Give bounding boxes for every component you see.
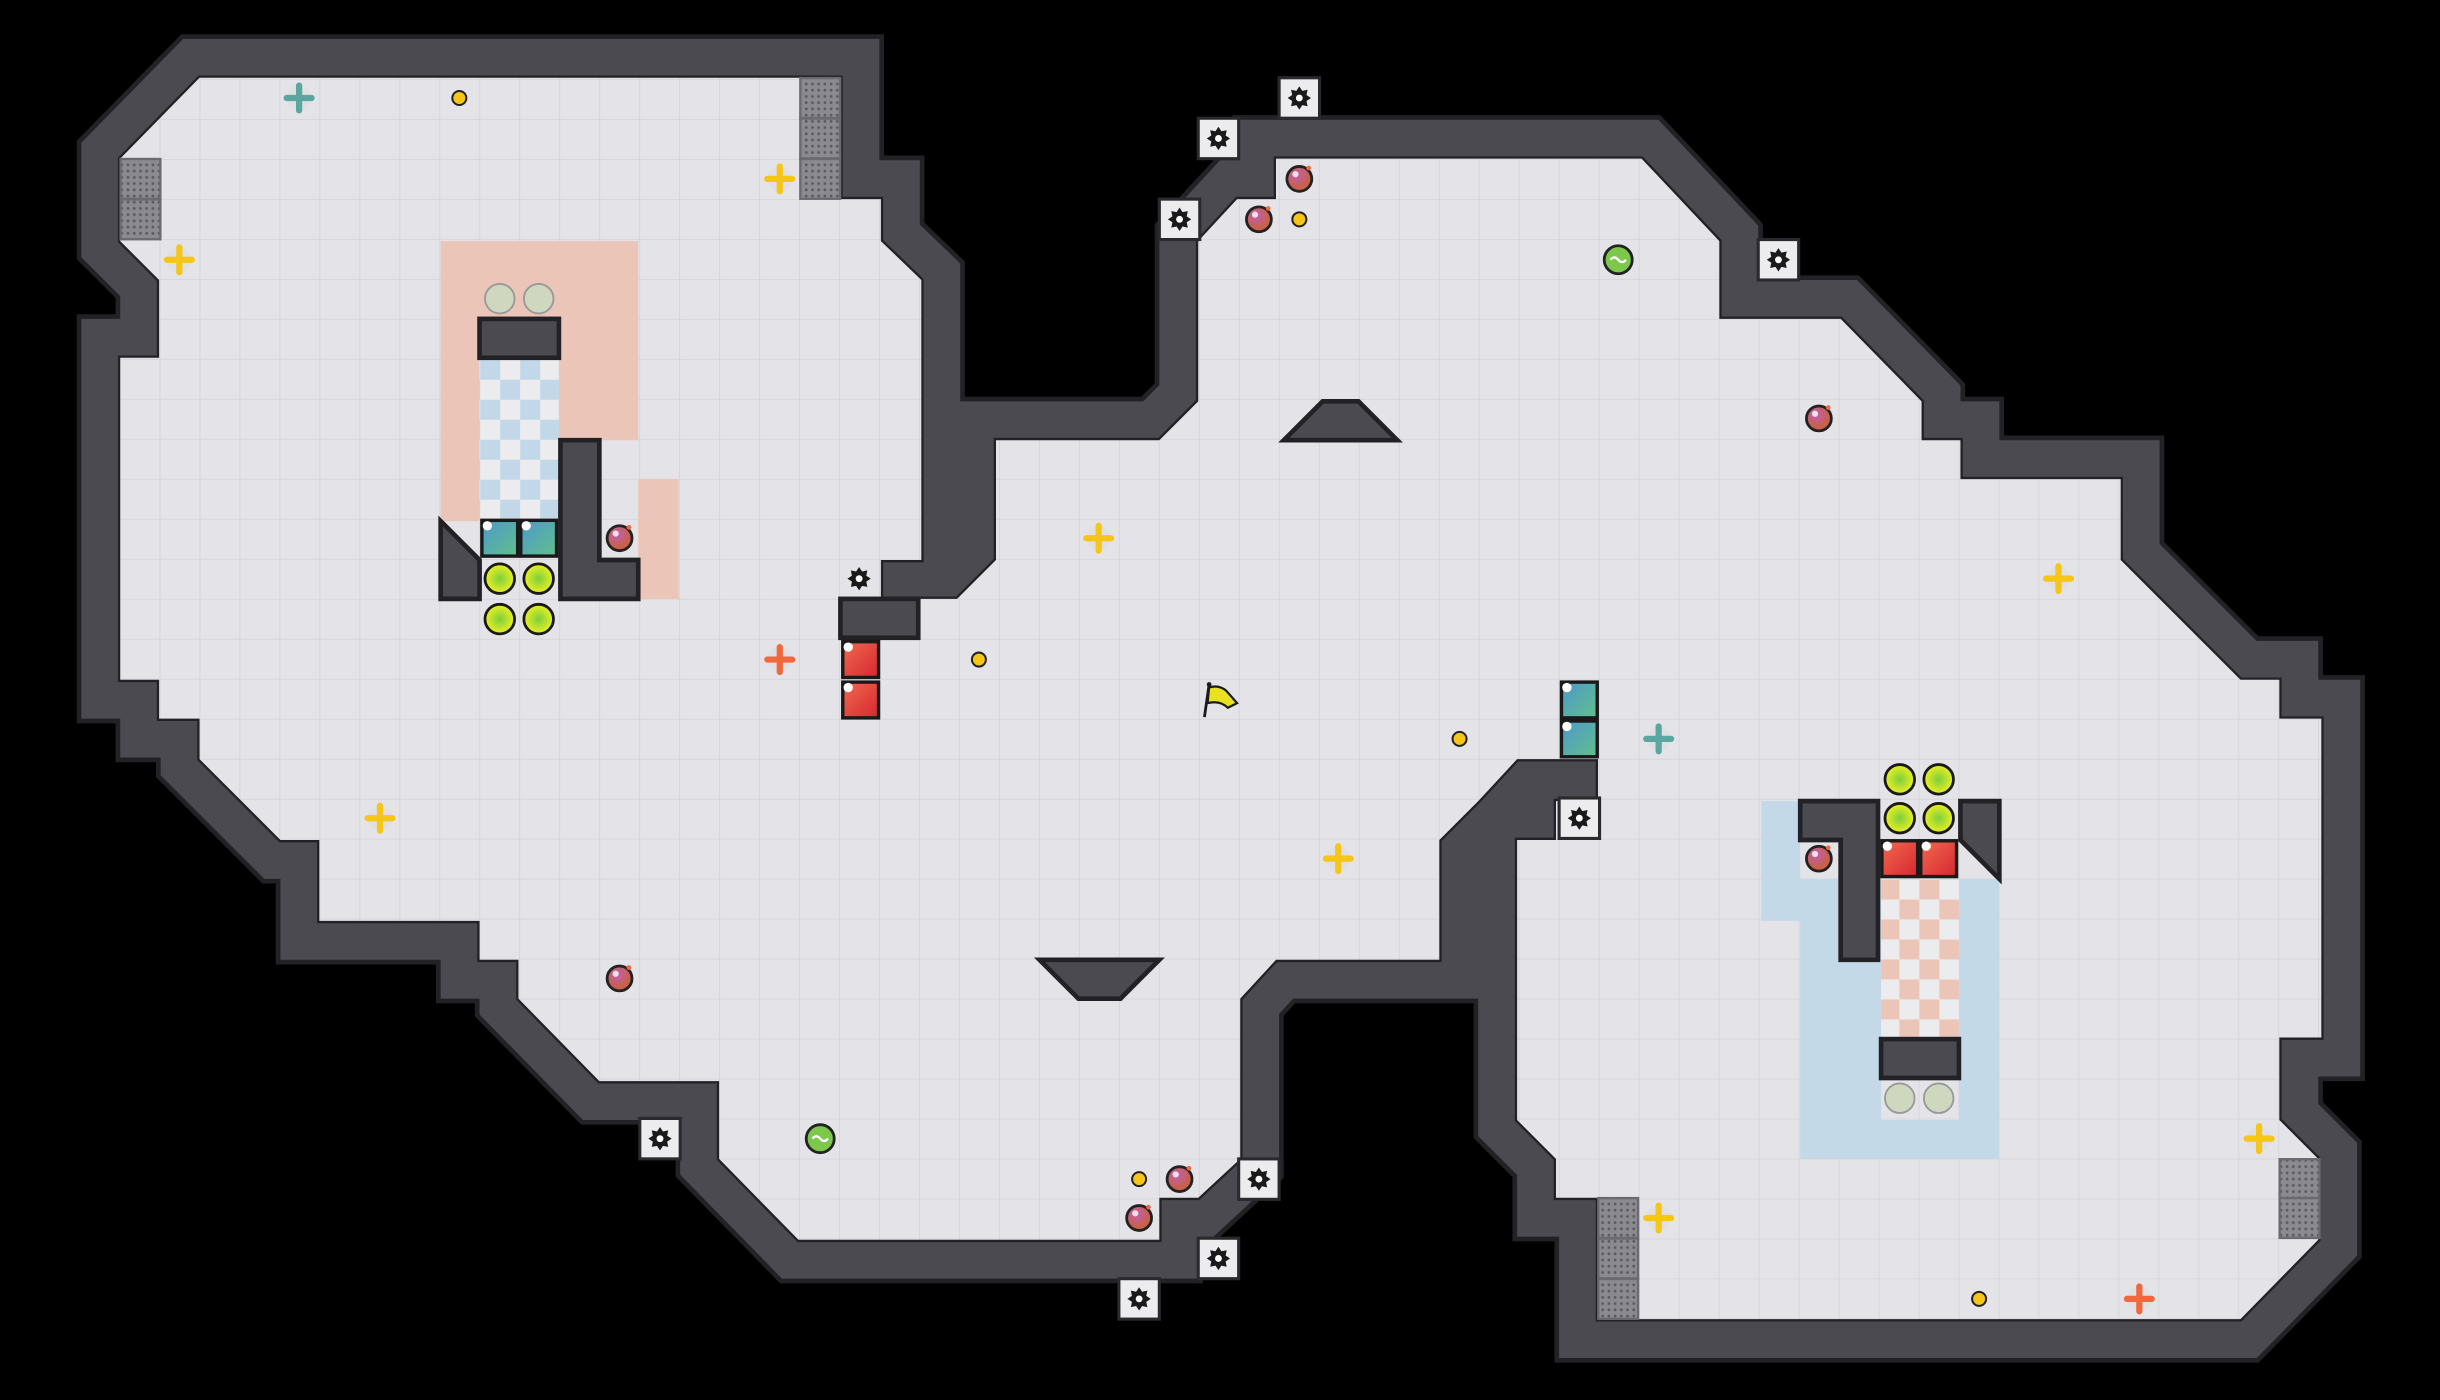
teal-block <box>480 518 520 558</box>
plus-marker-icon <box>2123 1283 2155 1315</box>
metal-grate <box>1597 1277 1640 1320</box>
metal-grate <box>799 157 842 200</box>
plus-marker-icon <box>764 644 796 676</box>
pale-switch <box>522 282 555 315</box>
wall-block-right <box>1878 1036 1962 1081</box>
sawblade-icon <box>1557 796 1602 841</box>
coin-icon <box>970 651 987 668</box>
sawblade-icon <box>1237 1157 1281 1201</box>
wall-ramp <box>438 515 482 602</box>
sawblade-icon <box>1117 1277 1161 1321</box>
wall-ramp-top <box>1278 399 1403 443</box>
wall-ledge <box>838 596 921 641</box>
plus-marker-icon <box>1083 522 1115 554</box>
yellow-switch <box>483 602 516 636</box>
metal-grate <box>799 76 842 120</box>
plus-marker-icon <box>283 82 315 114</box>
wall-l-shape <box>558 437 641 602</box>
green-orb-icon <box>1602 244 1634 276</box>
metal-grate <box>2278 1158 2321 1201</box>
blue-zone <box>1761 801 2000 1159</box>
blue-checker-zone <box>479 357 559 522</box>
bomb-icon <box>1125 1204 1153 1232</box>
coin-icon <box>1451 730 1468 747</box>
bomb-icon <box>605 964 634 993</box>
coin-icon <box>1291 211 1308 228</box>
yellow-switch <box>1883 802 1916 835</box>
wall-block <box>477 316 562 361</box>
sawblade-icon <box>1756 238 1801 282</box>
teal-block <box>1559 719 1599 759</box>
red-block <box>841 680 881 720</box>
sawblade-frame <box>1157 197 1202 242</box>
pale-switch <box>1922 1082 1955 1114</box>
plus-marker-icon <box>2243 1123 2275 1155</box>
peach-checker-zone <box>1881 878 1959 1040</box>
yellow-switch <box>1922 763 1955 796</box>
sawblade-icon <box>1157 197 1202 242</box>
bomb-icon <box>1285 165 1314 193</box>
teal-block <box>1559 680 1599 720</box>
plus-marker-icon <box>1643 1202 1675 1234</box>
pale-switch <box>484 282 516 315</box>
yellow-switch <box>522 562 555 595</box>
pale-switch <box>1884 1082 1916 1114</box>
sawblade-frame <box>638 1116 682 1161</box>
sawblade-icon <box>1196 116 1241 161</box>
plus-marker-icon <box>163 244 195 276</box>
sawblade-icon <box>847 567 871 591</box>
metal-grate <box>1597 1196 1640 1240</box>
goal-flag-icon <box>1203 682 1239 718</box>
red-block <box>841 639 881 680</box>
coin-icon <box>1131 1171 1148 1188</box>
metal-grate <box>2278 1196 2321 1240</box>
yellow-switch <box>483 562 516 595</box>
yellow-switch <box>1922 802 1955 835</box>
metal-grate <box>119 157 162 200</box>
yellow-switch <box>522 602 555 636</box>
plus-marker-icon <box>2042 563 2074 595</box>
metal-grate <box>119 198 162 241</box>
wall-ramp-right <box>1958 798 2002 885</box>
inner-walls <box>438 316 2002 1081</box>
sawblade-frame <box>1117 1277 1161 1321</box>
wall-ramp-bottom <box>1033 957 1165 1001</box>
bomb-icon <box>605 524 634 553</box>
plus-marker-icon <box>764 163 796 195</box>
wall-l-shape-right <box>1797 798 1881 963</box>
metal-grate <box>1597 1237 1640 1280</box>
bomb-icon <box>1165 1165 1194 1193</box>
sawblade-icon <box>1277 76 1322 120</box>
coin-icon <box>451 89 468 107</box>
entities <box>119 76 2321 1321</box>
sawblade-icon <box>638 1116 682 1161</box>
sawblade-icon <box>1196 1236 1241 1281</box>
bomb-icon <box>1245 205 1273 234</box>
plus-marker-icon <box>1643 723 1675 755</box>
teal-block <box>519 518 559 558</box>
red-block <box>1919 839 1959 879</box>
bomb-icon <box>1805 404 1833 433</box>
yellow-switch <box>1883 763 1916 796</box>
plus-marker-icon <box>364 802 396 834</box>
red-block <box>1880 839 1920 879</box>
metal-grate <box>799 117 842 160</box>
green-orb-icon <box>804 1123 836 1155</box>
plus-marker-icon <box>1322 843 1354 875</box>
bomb-icon <box>1805 844 1833 873</box>
coin-icon <box>1971 1290 1988 1307</box>
